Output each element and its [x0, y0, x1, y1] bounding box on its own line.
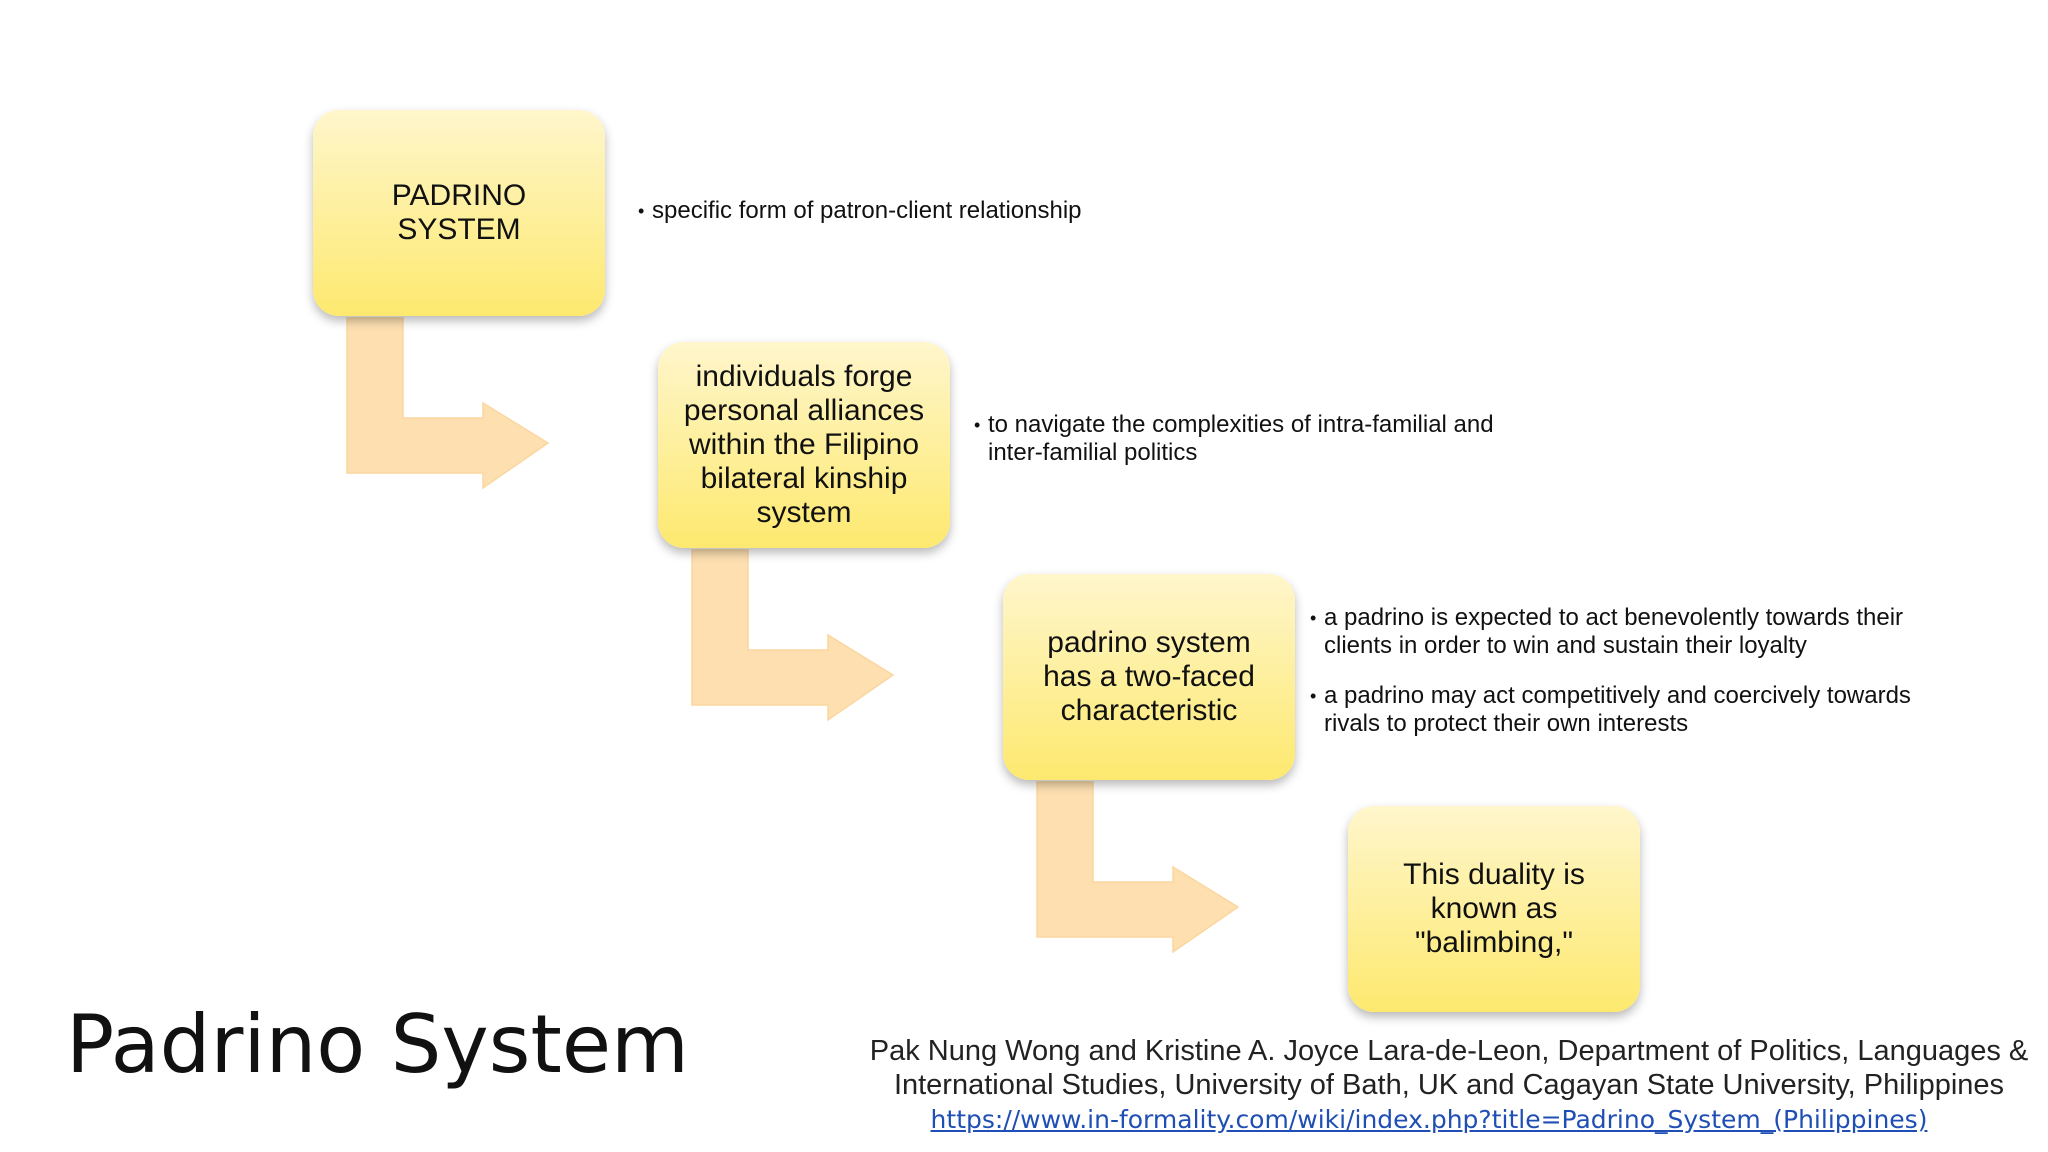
bullet-item: •a padrino may act competitively and coe…: [1310, 682, 1911, 737]
flow-box-label: PADRINO SYSTEM: [391, 179, 527, 246]
notes-box1: •specific form of patron-client relation…: [638, 197, 1198, 225]
citation-link[interactable]: https://www.in-formality.com/wiki/index.…: [930, 1105, 1928, 1134]
flow-box-personal-alliances: individuals forge personal alliances wit…: [658, 342, 950, 548]
flow-box-label: This duality is known as "balimbing,": [1403, 858, 1585, 959]
flow-box-padrino-system: PADRINO SYSTEM: [313, 110, 605, 316]
bullet-item: •specific form of patron-client relation…: [638, 197, 1082, 224]
citation-authors: Pak Nung Wong and Kristine A. Joyce Lara…: [869, 1035, 2029, 1101]
citation: Pak Nung Wong and Kristine A. Joyce Lara…: [854, 1034, 2044, 1138]
notes-box3: •a padrino is expected to act benevolent…: [1310, 604, 1970, 738]
bullet-item: •a padrino is expected to act benevolent…: [1310, 604, 1904, 659]
flow-box-label: padrino system has a two-faced character…: [1043, 626, 1255, 727]
bent-arrow-3: [1033, 781, 1253, 962]
bullet-item: •to navigate the complexities of intra-f…: [974, 411, 1494, 466]
notes-box2: •to navigate the complexities of intra-f…: [974, 411, 1514, 467]
flow-box-label: individuals forge personal alliances wit…: [683, 360, 925, 529]
bent-arrow-1: [343, 317, 563, 498]
bent-arrow-2: [688, 549, 908, 730]
slide-title: Padrino System: [66, 998, 689, 1091]
flow-box-balimbing: This duality is known as "balimbing,": [1348, 806, 1640, 1012]
flow-box-two-faced: padrino system has a two-faced character…: [1003, 574, 1295, 780]
